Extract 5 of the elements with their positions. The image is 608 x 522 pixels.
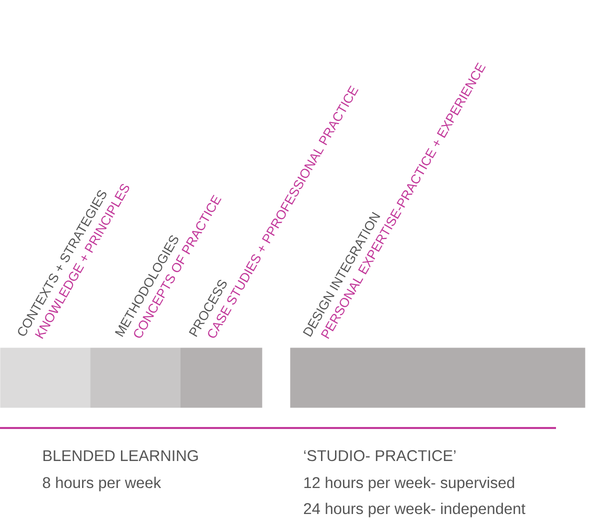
caption-text: 12 hours per week- supervised (304, 476, 514, 492)
caption-text: ‘STUDIO- PRACTICE’ (304, 450, 456, 462)
caption-text: 8 hours per week (42, 476, 162, 492)
caption-text: 24 hours per week- independent (304, 502, 526, 518)
caption-text: BLENDED LEARNING (43, 450, 198, 462)
